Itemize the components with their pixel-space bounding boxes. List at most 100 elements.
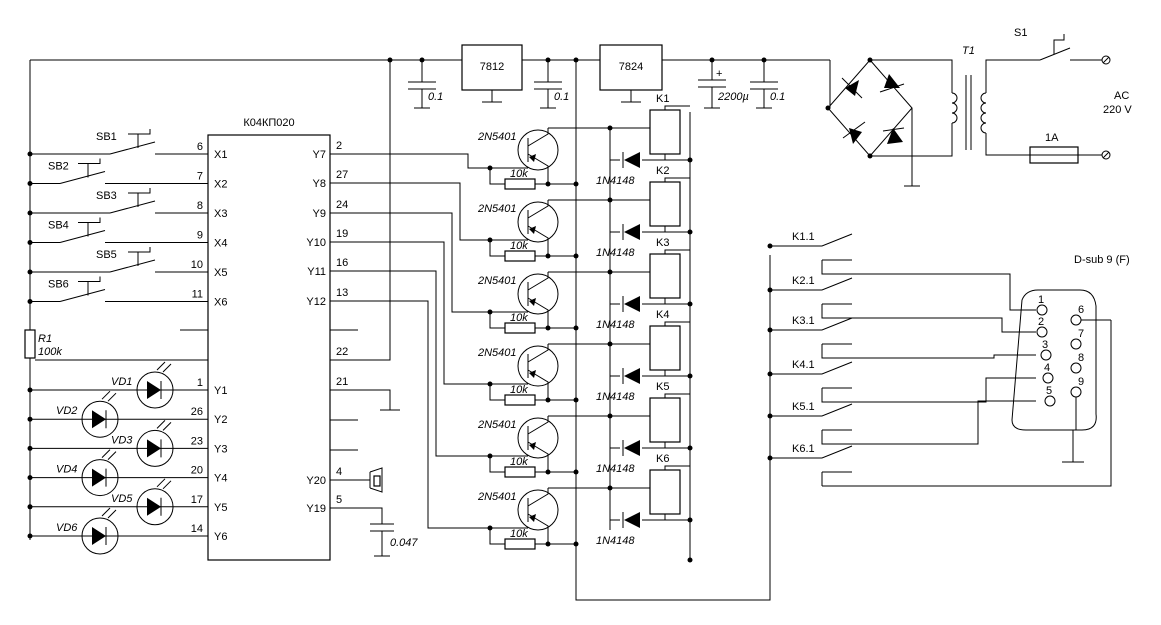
junction-dot — [767, 287, 773, 293]
capacitor-7812-output — [534, 57, 562, 109]
diode-type-label: 1N4148 — [596, 247, 635, 259]
junction-dot — [545, 325, 551, 331]
dsub-pin-number: 4 — [1044, 362, 1050, 374]
dsub-pin-number: 5 — [1046, 385, 1052, 397]
switch-label: S1 — [1014, 27, 1027, 39]
relay-k4-coil — [649, 325, 681, 371]
relay-coil-leads — [664, 393, 690, 448]
resistor-r1 — [24, 329, 36, 359]
junction-dot — [687, 557, 693, 563]
relay-k1-coil — [649, 109, 681, 155]
dsub-pin — [1042, 372, 1054, 384]
transistor-leads — [518, 200, 549, 256]
resistor-value: 10k — [510, 528, 528, 540]
dsub-pin — [1070, 338, 1082, 350]
ic-right-pin-label: Y7 — [313, 149, 326, 161]
junction-dot — [27, 533, 33, 539]
junction-dot — [27, 151, 33, 157]
diode-type-label: 1N4148 — [596, 463, 635, 475]
contact-label-k4-1: K4.1 — [792, 359, 815, 371]
junction-dot — [27, 299, 33, 304]
button-label-sb1: SB1 — [96, 131, 117, 143]
ic-left-pin-label: X5 — [214, 267, 227, 279]
led-cathode — [135, 497, 175, 516]
contact-label-k1-1: K1.1 — [792, 231, 815, 243]
diode-wire — [609, 200, 690, 233]
emitter-arrow-icon — [529, 226, 536, 234]
ic-name: К04КП020 — [243, 117, 294, 129]
diode-1n4148-icon — [624, 224, 640, 240]
diode-wire — [609, 344, 690, 377]
dsub-pin — [1070, 314, 1082, 326]
resistor-value: 10k — [510, 312, 528, 324]
junction-dot — [767, 327, 773, 333]
ic-right-pin-label: Y8 — [313, 178, 326, 190]
emitter-arrow-icon — [529, 298, 536, 306]
ic-right-pin-label: Y12 — [306, 296, 326, 308]
capacitor-2200-value: 2200µ — [717, 91, 749, 103]
r1-value: 100k — [38, 346, 62, 358]
capacitor-buzzer — [330, 507, 394, 557]
transistor-leads — [518, 488, 549, 544]
pushbutton-icon — [128, 247, 151, 266]
junction-dot — [687, 157, 693, 163]
junction-dot — [767, 413, 773, 419]
resistor-10k — [504, 394, 536, 406]
junction-dot — [687, 517, 693, 523]
contact-label-k3-1: K3.1 — [792, 315, 815, 327]
diode-type-label: 1N4148 — [596, 319, 635, 331]
transistor-2n5401 — [517, 129, 559, 171]
button-label-sb5: SB5 — [96, 249, 117, 261]
dsub-pin-number: 1 — [1038, 294, 1044, 306]
transistor-leads — [518, 416, 549, 472]
relay-coil-leads — [664, 249, 690, 304]
relay-coil-leads — [664, 105, 690, 160]
fuse — [1029, 146, 1111, 164]
led-light-arrows-icon — [101, 390, 117, 402]
dsub-pin — [1070, 386, 1082, 398]
ic-left-pin-label: X3 — [214, 208, 227, 220]
dsub-pin-number: 8 — [1078, 352, 1084, 364]
relay-label-k6: K6 — [656, 453, 669, 465]
led-label-vd4: VD4 — [56, 464, 77, 476]
relay-k5-coil — [649, 397, 681, 443]
relay-label-k4: K4 — [656, 309, 669, 321]
junction-dot — [607, 125, 613, 131]
button-sb4-wiring — [30, 230, 180, 243]
diode-wire — [609, 488, 690, 521]
ic-left-pin-label: X6 — [214, 297, 227, 309]
button-label-sb4: SB4 — [48, 220, 69, 232]
diode-type-label: 1N4148 — [596, 175, 635, 187]
junction-dot — [573, 325, 579, 331]
transistor-type-label: 2N5401 — [477, 419, 517, 431]
transistor-type-label: 2N5401 — [477, 131, 517, 143]
relay-label-k3: K3 — [656, 237, 669, 249]
relay-k2-coil — [649, 181, 681, 227]
diode-type-label: 1N4148 — [596, 535, 635, 547]
dsub-label: D-sub 9 (F) — [1074, 254, 1130, 266]
junction-dot — [687, 229, 693, 235]
relay-k6-coil — [649, 469, 681, 515]
ic-right-pin-number: 24 — [336, 199, 348, 211]
junction-dot — [573, 181, 579, 187]
capacitor-2200 — [698, 57, 726, 109]
junction-dot — [767, 243, 773, 249]
led-cathode — [80, 468, 120, 487]
resistor-value: 10k — [510, 456, 528, 468]
ic-left-pin-number: 20 — [191, 465, 203, 477]
transformer-label: T1 — [962, 45, 975, 57]
junction-dot — [27, 240, 33, 245]
junction-dot — [607, 197, 613, 203]
ic-right-pin-number: 21 — [336, 376, 348, 388]
dsub-pin — [1036, 304, 1048, 316]
relay-coil-leads — [664, 465, 690, 520]
dsub-pin — [1044, 395, 1056, 407]
led-label-vd3: VD3 — [111, 434, 133, 446]
junction-dot — [545, 541, 551, 547]
dsub-pin — [1036, 326, 1048, 338]
contact-k6-1 — [770, 445, 853, 473]
transistor-2n5401 — [517, 273, 559, 315]
junction-dot — [607, 341, 613, 347]
transistor-type-label: 2N5401 — [477, 275, 517, 287]
ic-left-pin-label: Y2 — [214, 414, 227, 426]
